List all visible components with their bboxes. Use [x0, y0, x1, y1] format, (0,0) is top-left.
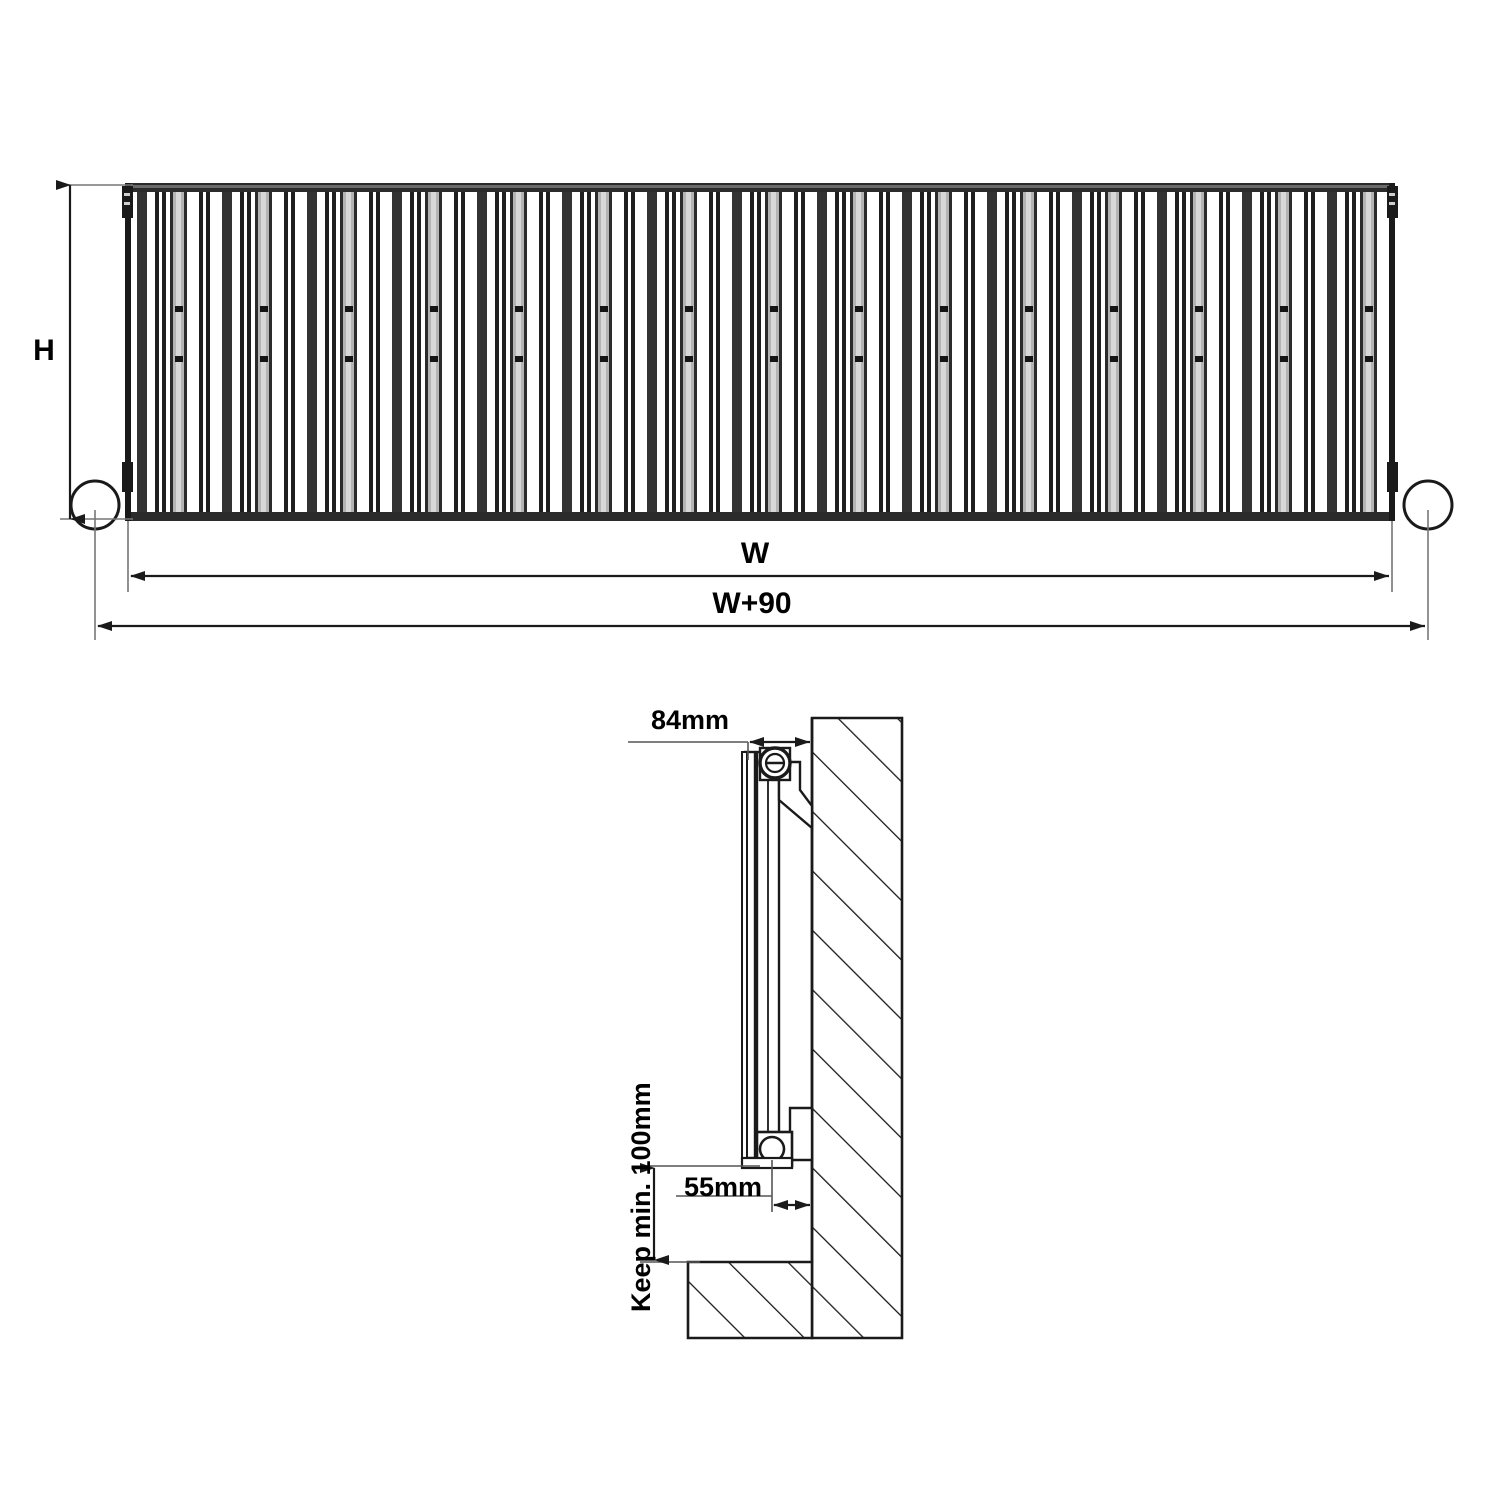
mounting-bracket-top-right: [1387, 186, 1398, 218]
dimension-floor-clearance-100mm-label: Keep min. 100mm: [626, 1082, 656, 1312]
radiator-front-body: [125, 183, 1395, 521]
dimension-overall-width-label: W+90: [712, 587, 791, 620]
dimension-overall-width: W+90: [97, 587, 1425, 631]
wall-section: [810, 716, 904, 1340]
front-view: H W W+90: [33, 180, 1454, 640]
dimension-floor-clearance-100mm: Keep min. 100mm: [626, 1082, 669, 1312]
front-view-extension-lines: [60, 184, 1429, 640]
side-view: 84mm 55mm Keep min. 100mm: [626, 705, 904, 1340]
mounting-bracket-top-left: [122, 186, 133, 218]
dimension-height: H: [33, 180, 85, 524]
mounting-bracket-bottom-left: [122, 462, 133, 492]
mounting-bracket-bottom-right: [1387, 462, 1398, 492]
floor-skirting-section: [686, 1260, 814, 1340]
dimension-bracket-offset-55mm: 55mm: [684, 1172, 810, 1210]
dimension-depth-84mm: 84mm: [651, 705, 810, 747]
dimension-depth-84mm-label: 84mm: [651, 705, 729, 735]
radiator-side-profile: [741, 750, 781, 1160]
dimension-height-label: H: [33, 334, 55, 367]
dimension-width-label: W: [741, 537, 770, 570]
dimension-bracket-offset-55mm-label: 55mm: [684, 1172, 762, 1202]
dimension-width: W: [130, 537, 1389, 581]
top-fixing-bracket: [758, 746, 814, 831]
bottom-fixing-bracket: [740, 1106, 814, 1170]
